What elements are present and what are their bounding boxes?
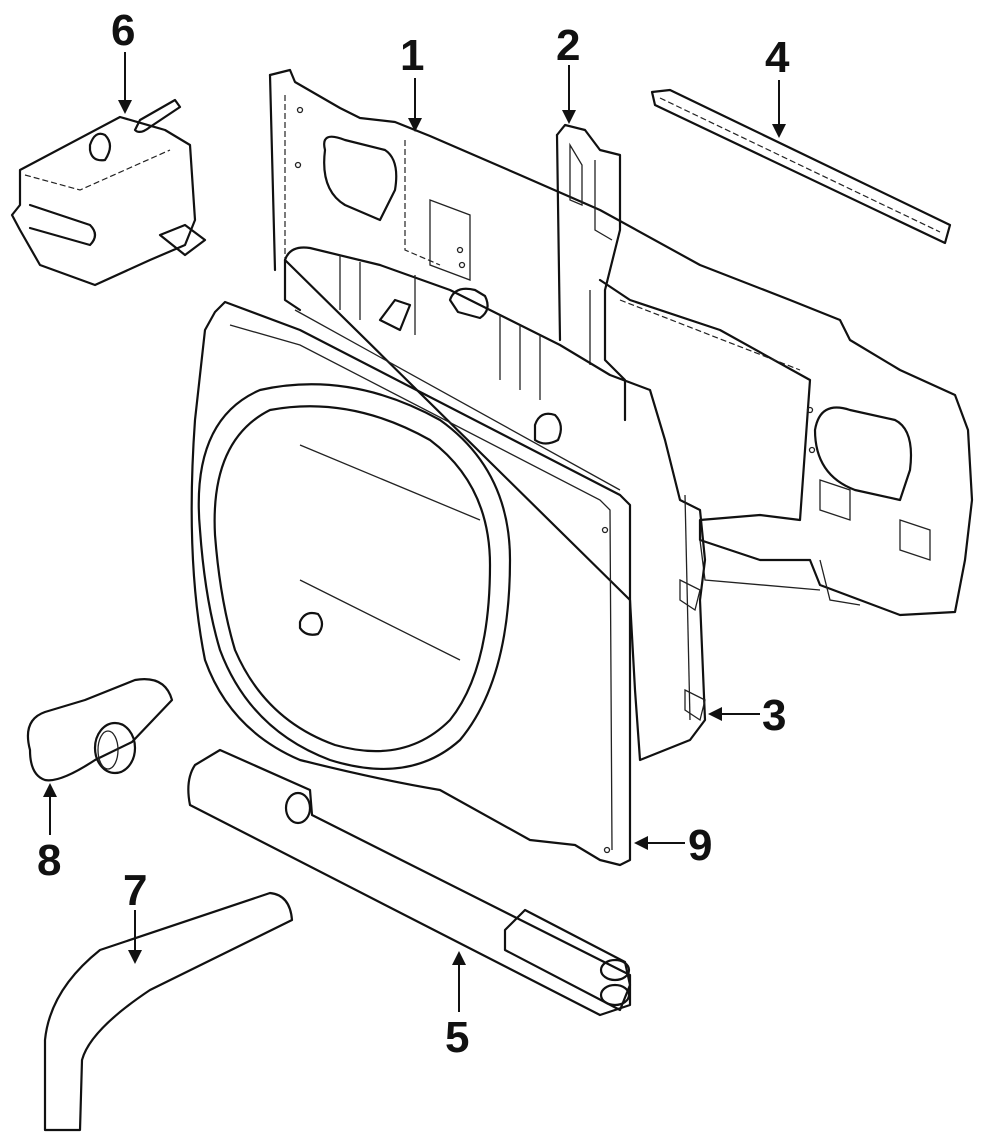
callout-label-2: 2 <box>556 21 580 70</box>
callout-9: 9 <box>634 821 712 870</box>
callout-4: 4 <box>765 33 790 138</box>
part-2-bracket <box>555 123 627 422</box>
callout-1: 1 <box>400 31 424 132</box>
part-7-lower-hose <box>43 891 294 1132</box>
callout-7: 7 <box>123 866 147 964</box>
callout-8: 8 <box>37 783 61 885</box>
callout-3: 3 <box>708 691 786 740</box>
part-3-radiator <box>283 246 707 762</box>
part-1-support-panel <box>268 68 974 617</box>
part-8-upper-hose <box>26 678 174 782</box>
callout-label-9: 9 <box>688 821 712 870</box>
callout-label-6: 6 <box>111 6 135 55</box>
callout-label-7: 7 <box>123 866 147 915</box>
callout-label-5: 5 <box>445 1013 469 1062</box>
callout-6: 6 <box>111 6 135 114</box>
part-5-hose-pair <box>187 748 632 1017</box>
callout-5: 5 <box>445 951 469 1062</box>
callout-label-4: 4 <box>765 33 790 82</box>
callout-label-8: 8 <box>37 836 61 885</box>
callout-label-1: 1 <box>400 31 424 80</box>
part-4-seal-strip <box>650 88 952 245</box>
callout-2: 2 <box>556 21 580 124</box>
part-6-reservoir <box>10 98 207 287</box>
callout-label-3: 3 <box>762 691 786 740</box>
part-9-fan-shroud <box>190 300 632 867</box>
